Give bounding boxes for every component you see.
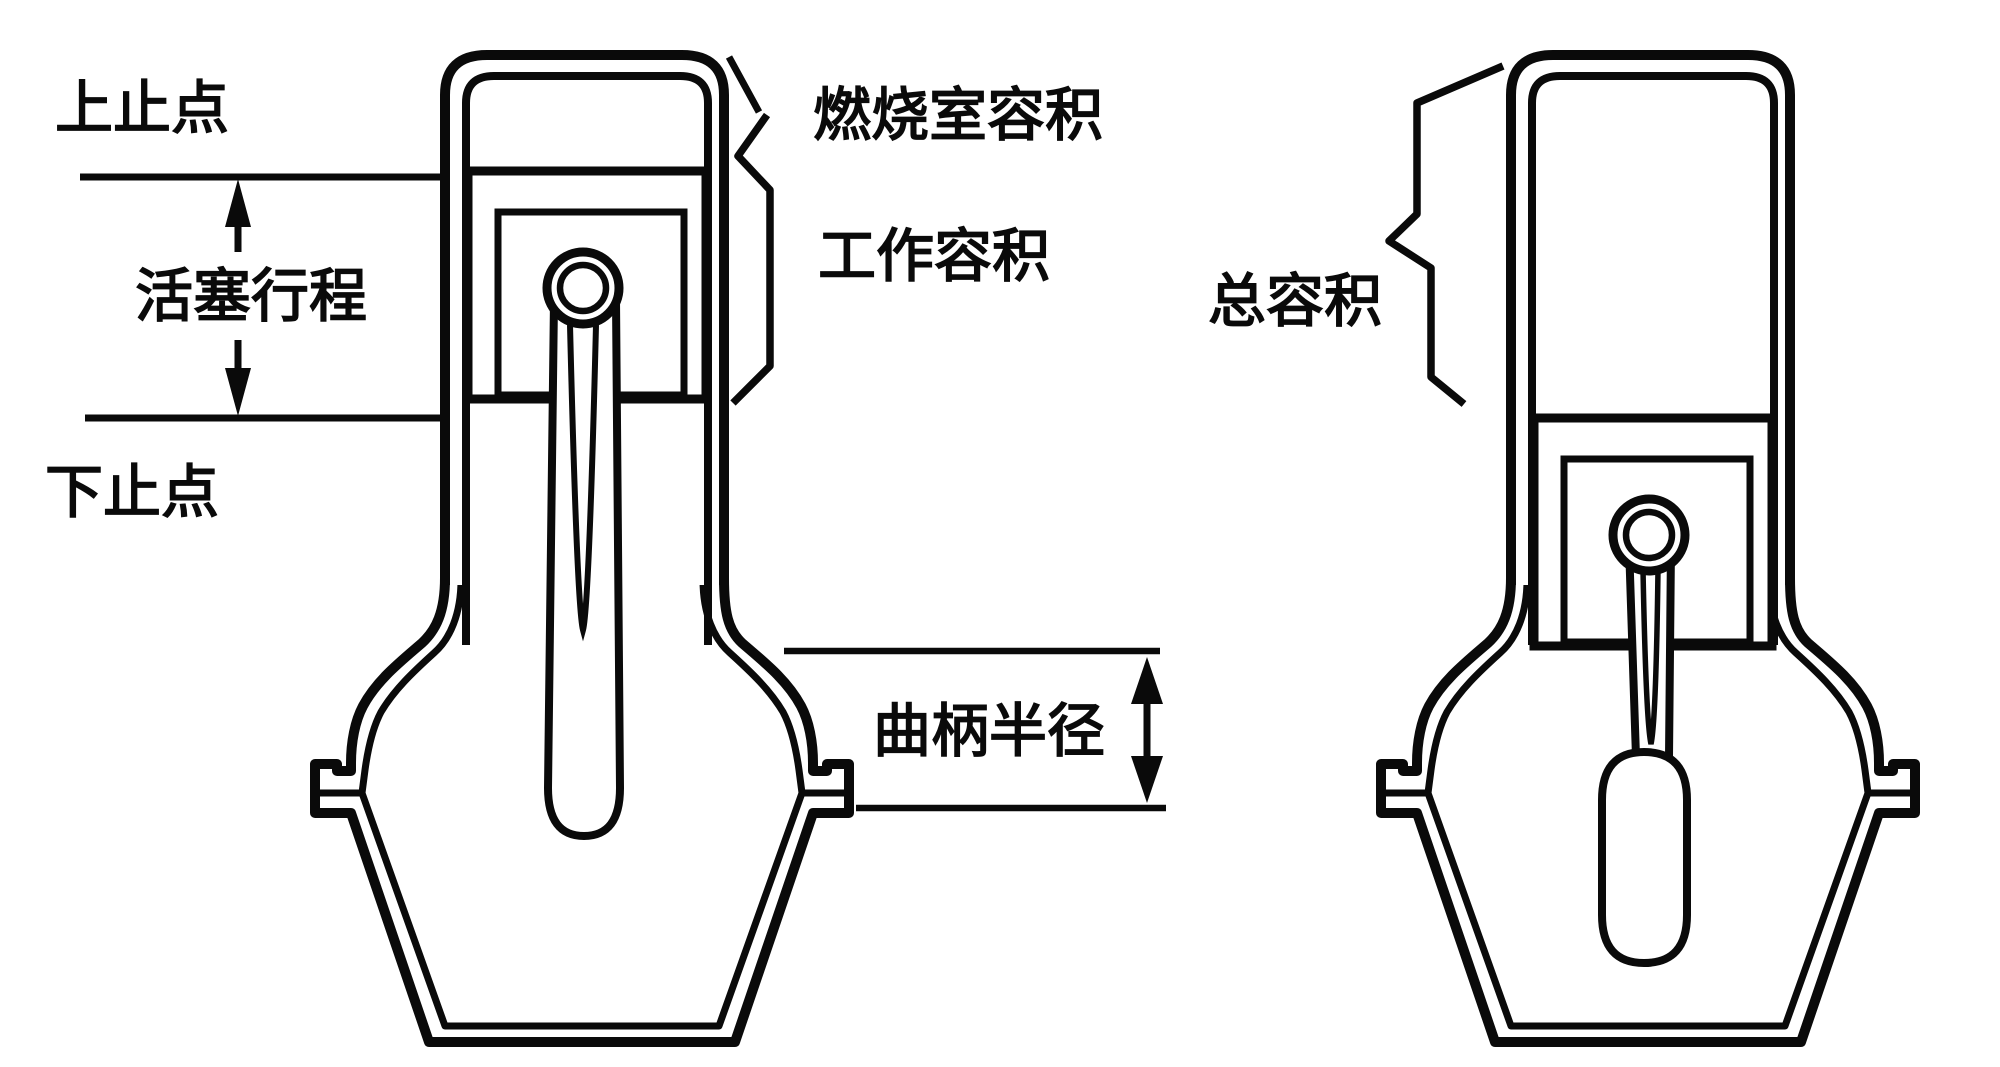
- working-volume-bracket: [730, 112, 774, 406]
- crank-arrowhead-down: [1131, 756, 1163, 803]
- right-piston-pin: [1613, 499, 1685, 571]
- label-working-volume: 工作容积: [818, 222, 1050, 290]
- right-rod-slot: [1640, 569, 1661, 745]
- piston-stroke-arrow: [225, 179, 251, 416]
- crank-radius-arrow: [1131, 657, 1163, 803]
- stroke-arrowhead-up: [225, 179, 251, 227]
- label-piston-stroke: 活塞行程: [135, 262, 367, 330]
- right-rod-big-end: [1598, 747, 1691, 968]
- label-total-volume: 总容积: [1208, 267, 1382, 335]
- combustion-chamber-pointer-line: [725, 55, 763, 114]
- left-piston-pin: [547, 252, 619, 324]
- right-engine-figure: 总容积: [1208, 55, 1915, 1042]
- left-engine-figure: 上止点 活塞行程 下止点 燃烧室容积 工作容积 曲柄半径: [45, 55, 1166, 1042]
- label-combustion-chamber-volume: 燃烧室容积: [813, 81, 1103, 149]
- left-rod-slot: [567, 324, 599, 642]
- crank-arrowhead-up: [1131, 657, 1163, 704]
- label-crank-radius: 曲柄半径: [873, 697, 1105, 765]
- label-top-dead-center: 上止点: [55, 74, 229, 142]
- total-volume-brace: [1385, 62, 1505, 407]
- stroke-arrowhead-down: [225, 368, 251, 416]
- label-bottom-dead-center: 下止点: [45, 458, 219, 526]
